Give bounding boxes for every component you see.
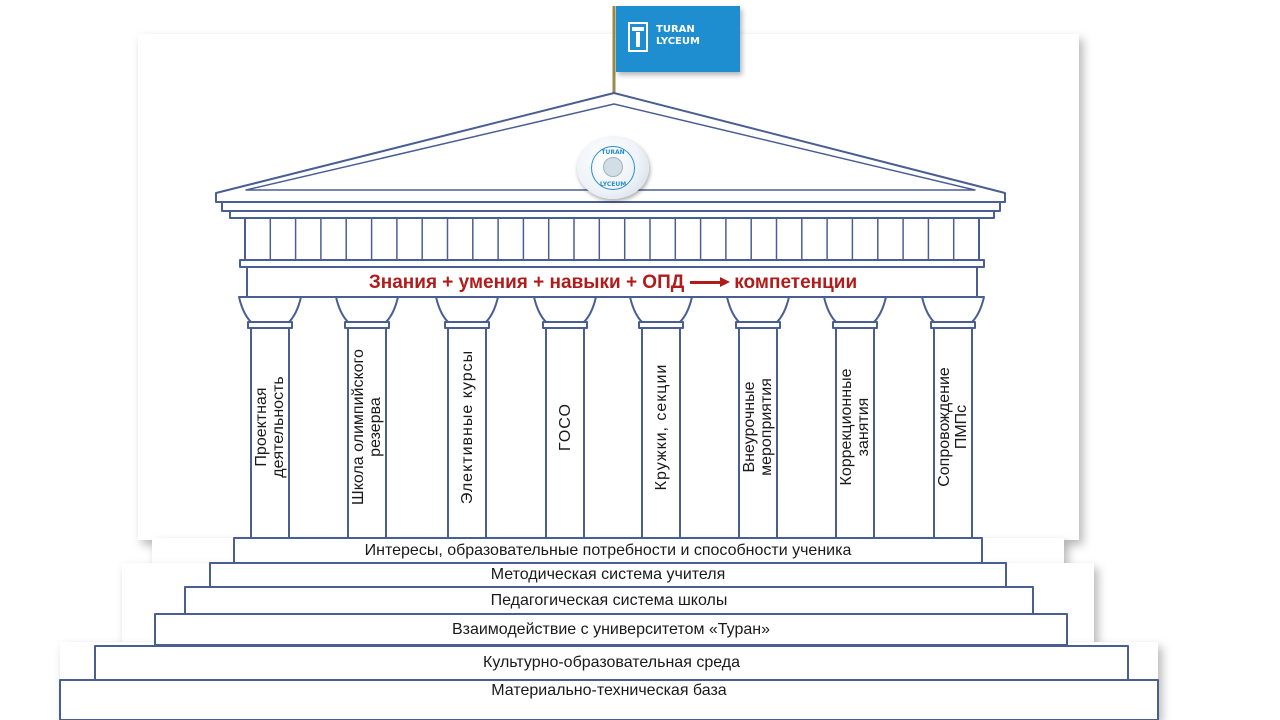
step-label-2: Методическая система учителя <box>490 566 726 583</box>
step-3 <box>184 586 1034 616</box>
column-label: ГОСО <box>543 327 587 527</box>
cornice-lower <box>229 210 995 219</box>
arrow-right-icon <box>690 270 731 296</box>
column-capital <box>921 296 985 323</box>
column-label-line: ГОСО <box>556 403 574 451</box>
column-capital <box>823 296 887 323</box>
column-label-line: деятельность <box>270 376 287 478</box>
frieze <box>244 217 980 261</box>
tiger-emblem-icon: TURAN LYCEUM <box>577 137 649 199</box>
column-label-line: Элективные курсы <box>458 349 476 505</box>
step-label-3: Педагогическая система школы <box>490 592 728 609</box>
architrave-top <box>239 259 985 268</box>
column-label-line: Коррекционные <box>838 368 855 486</box>
column-label-line: Сопровождение <box>936 367 953 487</box>
column-capital <box>435 296 499 323</box>
step-6 <box>59 679 1159 720</box>
column-shaft <box>347 327 387 539</box>
step-4 <box>154 613 1068 646</box>
step-label-6: Материально-техническая база <box>491 682 727 699</box>
column-capital <box>629 296 693 323</box>
flag-logo-text: TURAN LYCEUM <box>656 24 700 47</box>
step-label-5: Культурно-образовательная среда <box>483 654 740 671</box>
frieze-triglyphs <box>269 218 955 260</box>
column-label-line: Кружки, секции <box>652 363 670 491</box>
tiger-face-icon <box>603 157 623 177</box>
cornice <box>221 201 1001 212</box>
emblem-ring <box>591 146 635 190</box>
column-label-line: Внеурочные <box>741 381 758 473</box>
step-1 <box>233 537 983 565</box>
step-2 <box>209 562 1007 589</box>
emblem-top-text: TURAN <box>601 149 625 156</box>
column-shaft <box>641 327 681 539</box>
column-label-line: занятия <box>855 397 872 457</box>
motto-formula: Знания + умения + навыки + ОПД компетенци… <box>250 270 976 296</box>
architrave <box>246 266 978 298</box>
column-label-line: Школа олимпийского <box>350 349 367 505</box>
turan-logo-icon <box>628 22 648 52</box>
column-shaft <box>250 327 290 539</box>
motto-right: компетенции <box>734 272 858 293</box>
step-label-4: Взаимодействие с университетом «Туран» <box>451 621 771 638</box>
column-label-line: ПМПс <box>953 404 970 450</box>
emblem-bottom-text: LYCEUM <box>599 181 627 188</box>
motto-left: Знания + умения + навыки + ОПД <box>368 272 685 293</box>
column-label-line: Проектная <box>253 387 270 467</box>
column-capital <box>726 296 790 323</box>
column-capital <box>533 296 597 323</box>
column-capital <box>238 296 302 323</box>
column-label-line: резерва <box>367 397 384 457</box>
step-label-1: Интересы, образовательные потребности и … <box>364 542 852 559</box>
column-label: Кружки, секции <box>639 327 683 527</box>
column-capital <box>335 296 399 323</box>
column-label: Элективные курсы <box>445 327 489 527</box>
turan-lyceum-flag: TURAN LYCEUM <box>616 6 740 72</box>
column-shaft <box>835 327 875 539</box>
column-label-line: мероприятия <box>758 378 775 476</box>
